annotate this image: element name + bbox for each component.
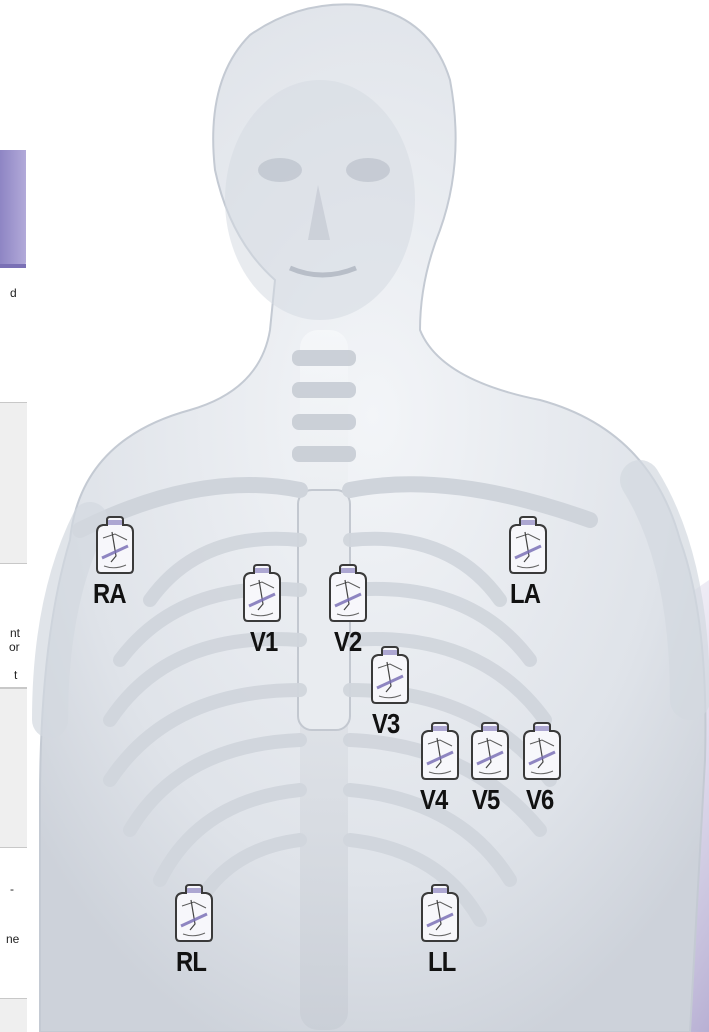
margin-text-1: d: [10, 286, 17, 300]
right-eye-shadow: [258, 158, 302, 182]
electrode-ra: RA: [89, 516, 141, 586]
lead-label-v4: V4: [420, 784, 447, 816]
electrode-la: LA: [502, 516, 554, 586]
electrode-pad-shape: [327, 564, 369, 622]
electrode-pad-icon: [521, 722, 563, 780]
electrode-pad-icon: [94, 516, 136, 574]
lead-label-la: LA: [510, 578, 540, 610]
electrode-pad-icon: [469, 722, 511, 780]
electrode-v5: V5: [464, 722, 516, 792]
margin-text-2: nt: [10, 626, 20, 640]
margin-text-5: -: [10, 882, 14, 896]
electrode-pad-shape: [469, 722, 511, 780]
sidebar-box-1: [0, 402, 27, 564]
electrode-pad-icon: [507, 516, 549, 574]
electrode-pad-icon: [419, 722, 461, 780]
spine: [292, 330, 356, 1030]
electrode-pad-shape: [419, 884, 461, 942]
electrode-pad-shape: [419, 722, 461, 780]
electrode-pad-shape: [173, 884, 215, 942]
electrode-pad-shape: [241, 564, 283, 622]
electrode-v1: V1: [236, 564, 288, 634]
lead-label-ll: LL: [428, 946, 455, 978]
lead-label-v5: V5: [472, 784, 499, 816]
lead-label-v3: V3: [372, 708, 399, 740]
lead-label-v2: V2: [334, 626, 361, 658]
sidebar-box-2: [0, 688, 27, 848]
electrode-pad-icon: [369, 646, 411, 704]
lead-label-v1: V1: [250, 626, 277, 658]
electrode-ll: LL: [414, 884, 466, 954]
margin-text-3: or: [9, 640, 20, 654]
electrode-v4: V4: [414, 722, 466, 792]
sidebar-box-3: [0, 998, 27, 1032]
left-eye-shadow: [346, 158, 390, 182]
lead-label-v6: V6: [526, 784, 553, 816]
electrode-pad-shape: [507, 516, 549, 574]
electrode-pad-shape: [369, 646, 411, 704]
electrode-rl: RL: [168, 884, 220, 954]
electrode-pad-icon: [241, 564, 283, 622]
electrode-pad-icon: [173, 884, 215, 942]
electrode-pad-icon: [419, 884, 461, 942]
margin-text-4: t: [14, 668, 17, 682]
lead-label-ra: RA: [93, 578, 126, 610]
lead-label-rl: RL: [176, 946, 206, 978]
purple-heading-letter-fragment: [0, 150, 26, 268]
electrode-pad-shape: [521, 722, 563, 780]
electrode-v3: V3: [364, 646, 416, 716]
electrode-pad-icon: [327, 564, 369, 622]
electrode-v6: V6: [516, 722, 568, 792]
margin-text-6: ne: [6, 932, 19, 946]
electrode-v2: V2: [322, 564, 374, 634]
electrode-pad-shape: [94, 516, 136, 574]
